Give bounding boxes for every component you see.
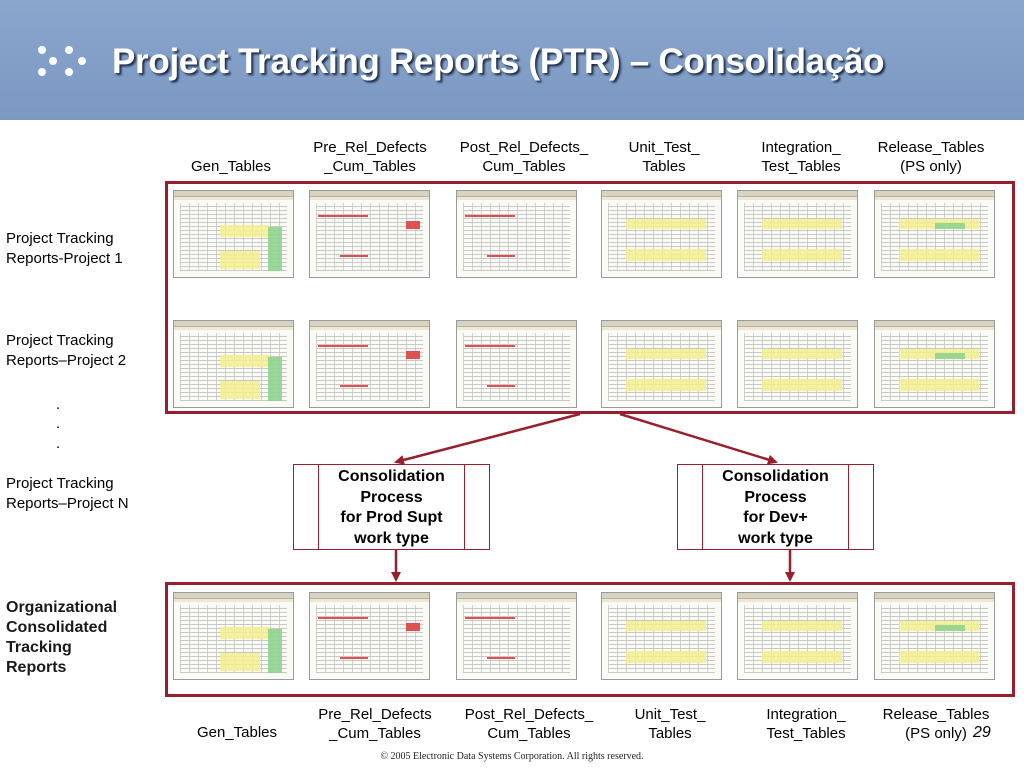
spreadsheet-thumbnail-project-1 bbox=[173, 190, 294, 278]
spreadsheet-thumbnail-consolidated bbox=[456, 592, 577, 680]
spreadsheet-thumbnail-project-2 bbox=[601, 320, 722, 408]
column-label-post-rel-defects-bottom: Post_Rel_Defects_Cum_Tables bbox=[464, 706, 594, 742]
spreadsheet-thumbnail-project-2 bbox=[173, 320, 294, 408]
slide-title: Project Tracking Reports (PTR) – Consoli… bbox=[112, 42, 885, 81]
spreadsheet-thumbnail-project-1 bbox=[737, 190, 858, 278]
column-label-gen-tables-bottom: Gen_Tables bbox=[196, 724, 278, 741]
column-label-unit-test-bottom: Unit_Test_Tables bbox=[634, 706, 706, 742]
spreadsheet-thumbnail-consolidated bbox=[737, 592, 858, 680]
column-label-integration-test-bottom: Integration_Test_Tables bbox=[766, 706, 846, 742]
spreadsheet-thumbnail-project-1 bbox=[601, 190, 722, 278]
spreadsheet-thumbnail-project-2 bbox=[874, 320, 995, 408]
arrow-to-prod-supt bbox=[394, 412, 581, 465]
column-label-release-tables-top: Release_Tables(PS only) bbox=[877, 139, 985, 175]
column-label-post-rel-defects-top: Post_Rel_Defects_Cum_Tables bbox=[459, 139, 589, 175]
column-label-unit-test-top: Unit_Test_Tables bbox=[628, 139, 700, 175]
slide-header: Project Tracking Reports (PTR) – Consoli… bbox=[0, 0, 1024, 120]
consolidated-reports-group bbox=[165, 582, 1015, 697]
spreadsheet-thumbnail-project-2 bbox=[737, 320, 858, 408]
spreadsheet-thumbnail-project-1 bbox=[456, 190, 577, 278]
column-label-gen-tables-top: Gen_Tables bbox=[190, 158, 272, 175]
spreadsheet-thumbnail-project-2 bbox=[309, 320, 430, 408]
dots-logo-icon bbox=[38, 46, 86, 76]
column-label-pre-rel-defects-top: Pre_Rel_Defects_Cum_Tables bbox=[313, 139, 427, 175]
spreadsheet-thumbnail-project-1 bbox=[874, 190, 995, 278]
column-label-pre-rel-defects-bottom: Pre_Rel_Defects_Cum_Tables bbox=[318, 706, 432, 742]
copyright-notice: © 2005 Electronic Data Systems Corporati… bbox=[380, 751, 644, 762]
spreadsheet-thumbnail-consolidated bbox=[874, 592, 995, 680]
column-label-release-tables-bottom: Release_Tables(PS only) bbox=[882, 706, 990, 742]
spreadsheet-thumbnail-consolidated bbox=[309, 592, 430, 680]
spreadsheet-thumbnail-consolidated bbox=[173, 592, 294, 680]
ellipsis-dot: . bbox=[56, 435, 61, 452]
page-number: 29 bbox=[973, 724, 991, 741]
spreadsheet-thumbnail-consolidated bbox=[601, 592, 722, 680]
spreadsheet-thumbnail-project-2 bbox=[456, 320, 577, 408]
project-reports-group bbox=[165, 181, 1015, 414]
ellipsis-dot: . bbox=[56, 415, 61, 432]
column-label-integration-test-top: Integration_Test_Tables bbox=[761, 139, 841, 175]
arrow-to-dev bbox=[619, 412, 778, 465]
spreadsheet-thumbnail-project-1 bbox=[309, 190, 430, 278]
ellipsis-dot: . bbox=[56, 396, 61, 413]
